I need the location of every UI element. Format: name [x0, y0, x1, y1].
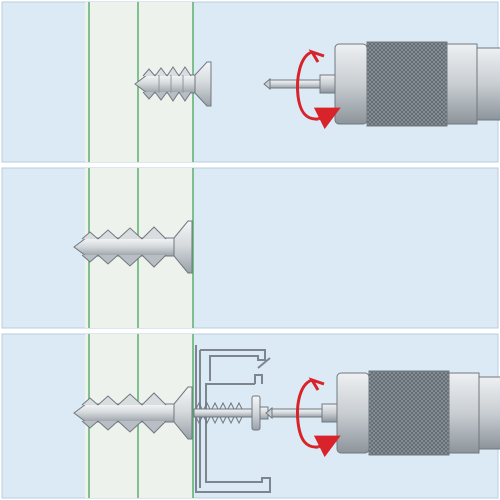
- panel-step-3: [1, 333, 500, 499]
- drywall-anchor-icon: [73, 220, 193, 274]
- rotation-arrow-icon: [296, 49, 341, 130]
- drywall-anchor-icon: [73, 386, 193, 440]
- panel-step-1: [1, 1, 500, 163]
- panel-step-2: [1, 167, 499, 329]
- rotation-arrow-icon: [296, 377, 341, 458]
